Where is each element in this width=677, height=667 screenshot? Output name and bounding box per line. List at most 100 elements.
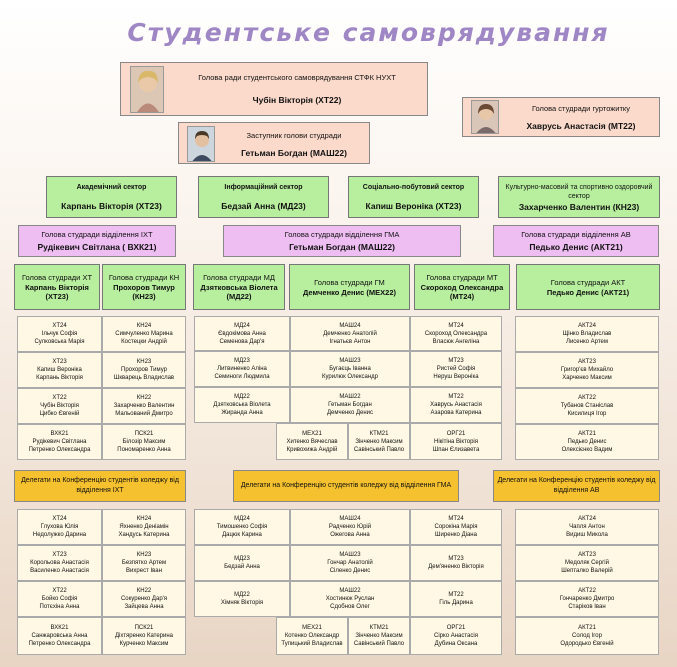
member-text: Діхтяренко Катерина (114, 633, 174, 639)
member-text: ХТ23 (52, 359, 67, 365)
group-name: Дзятковська Віолета (МД22) (200, 283, 278, 301)
member-text: Хімняк Вікторія (220, 600, 264, 606)
member-text: КН22 (136, 395, 152, 401)
member-text: Видиш Микола (566, 532, 608, 538)
member-text: Скороход Олександра (424, 330, 488, 337)
member-text: ОРГ21 (446, 430, 466, 437)
member-text: Тубанов Станіслав (560, 403, 614, 409)
member-text: Ільчук Софія (41, 331, 78, 337)
member-text: Григор'єв Михайло (560, 367, 614, 373)
member-text: Бойко Софія (41, 596, 78, 602)
member-text: Гончар Анатолій (327, 560, 373, 566)
deputy-name: Гетьман Богдан (МАШ22) (241, 148, 347, 158)
member-text: ХТ22 (52, 395, 67, 401)
member-text: Вихрест Іван (126, 568, 162, 574)
member-text: Неруш Вероніка (433, 374, 479, 380)
member-text: Сіленко Денис (329, 568, 371, 574)
member-text: Радченко Юрій (328, 524, 372, 530)
member-text: МТ22 (448, 592, 464, 598)
group-name: Демченко Денис (МЕХ22) (302, 287, 397, 297)
member-text: АКТ24 (578, 516, 596, 522)
member-text: ХТ23 (52, 552, 67, 558)
member-text: Ожегова Анна (330, 532, 370, 538)
deputy-role: Заступник голови студради (246, 131, 342, 140)
member-text: Демченко Анатолій (323, 330, 377, 337)
sector-role: Інформаційний сектор (224, 184, 303, 191)
member-text: АКТ21 (578, 431, 596, 437)
member-text: МАШ23 (339, 552, 361, 558)
member-text: МД22 (234, 394, 250, 400)
member-text: АКТ22 (578, 395, 596, 401)
sector-role: Культурно-масовий та спортивно оздоровчи… (505, 183, 653, 200)
member-text: Демченко Денис (326, 410, 374, 416)
sector-name: Захарченко Валентин (КН23) (518, 201, 640, 212)
sector-info: Інформаційний сектор Бедзай Анна (МД23) (198, 176, 329, 218)
member-text: МАШ24 (339, 516, 361, 522)
member-text: АКТ24 (578, 323, 596, 329)
member-text: Яхненко Деніамін (119, 524, 169, 530)
member-text: Хаврусь Анастасія (430, 402, 482, 408)
member-text: МТ23 (448, 556, 464, 562)
dept-gma-head: Голова студради відділення ГМА Гетьман Б… (223, 225, 461, 257)
member-text: Чубін Вікторія (40, 403, 79, 409)
member-text: Шпан Єлизавета (432, 446, 480, 453)
member-text: Дубина Оксана (434, 641, 478, 647)
sector-name: Карпань Вікторія (ХТ23) (61, 201, 162, 211)
member-text: Одородько Євгеній (560, 641, 614, 647)
group-name: Карпань Вікторія (ХТ23) (25, 283, 89, 301)
member-text: Тупицький Владислав (281, 641, 343, 647)
member-text: Зінченко Максим (355, 633, 403, 639)
group-head-md: Голова студради МД Дзятковська Віолета (… (193, 264, 285, 310)
member-text: КТМ21 (369, 625, 389, 631)
member-text: Петренко Олександра (28, 447, 91, 453)
member-text: Нікітіна Вікторія (434, 438, 478, 445)
member-text: Шепталко Валерій (561, 568, 613, 574)
member-text: Дем'яненко Вікторія (428, 564, 484, 570)
group-role: Голова студради КН (108, 273, 180, 282)
member-text: Захарченко Валентин (113, 403, 175, 409)
member-text: Бугаєць Іванна (329, 366, 371, 372)
member-text: Власюк Ангеліна (432, 338, 480, 345)
dorm-head-card: Голова студради гуртожитку Хаврусь Анаст… (462, 97, 660, 137)
dorm-head-name: Хаврусь Анастасія (МТ22) (526, 121, 636, 131)
member-text: Корольова Анастасія (30, 560, 89, 566)
group-head-gm: Голова студради ГМ Демченко Денис (МЕХ22… (289, 264, 410, 310)
member-text: Курилюк Олександр (321, 374, 379, 380)
member-text: МАШ22 (339, 588, 361, 594)
dorm-head-role: Голова студради гуртожитку (531, 104, 631, 113)
member-text: Азарова Катерина (430, 410, 482, 416)
member-text: ХТ24 (52, 323, 67, 329)
member-text: Сорокіна Марія (434, 524, 478, 530)
member-text: Гіль Дарина (439, 600, 473, 606)
sector-name: Капиш Вероніка (ХТ23) (365, 201, 462, 211)
group-role: Голова студради ГМ (314, 277, 385, 287)
member-text: Дацюк Карина (222, 532, 262, 538)
group-role: Голова студради МТ (426, 273, 498, 282)
member-text: Савінський Павло (353, 641, 405, 647)
delegates-header-av: Делегати на Конференцію студентів коледж… (493, 470, 660, 502)
member-text: Кривохижа Андрій (286, 446, 338, 453)
member-text: Дзятковська Віолета (213, 402, 271, 408)
member-text: МЕХ21 (302, 625, 322, 631)
